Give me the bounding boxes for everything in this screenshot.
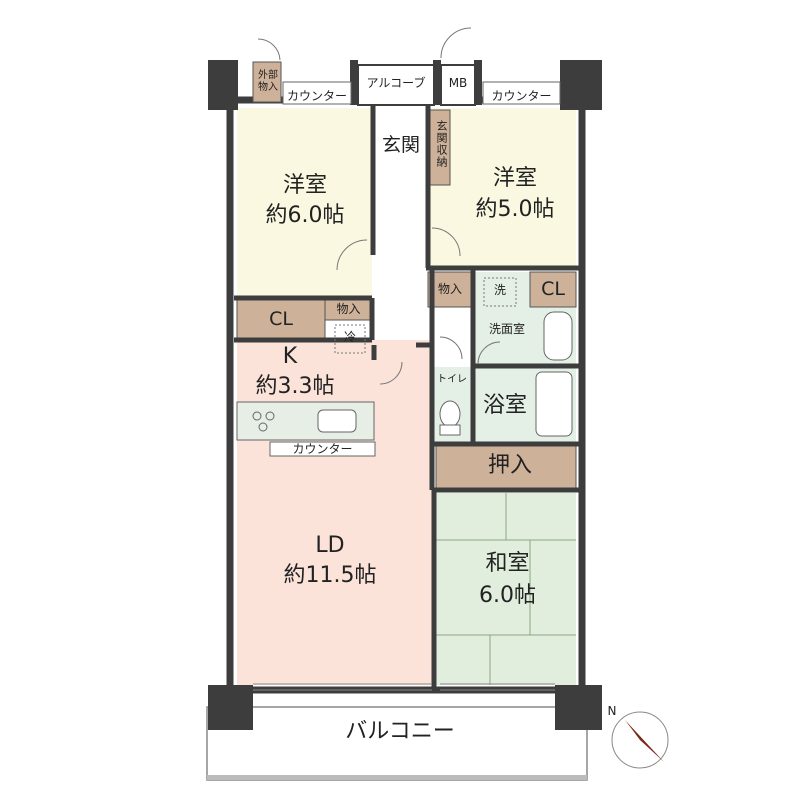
entrance-label: 玄関 (381, 134, 420, 156)
closet-right-label: 物入 (437, 282, 462, 296)
washroom-label: 洗面室 (488, 322, 525, 336)
western-left-size: 約6.0帖 (265, 203, 345, 228)
kitchen-counter (236, 401, 375, 441)
cl-right (529, 271, 577, 308)
door-swings (257, 27, 501, 385)
counter-top-left-label: カウンター (286, 89, 347, 103)
toilet-tank (439, 424, 461, 436)
ld-size: 約11.5帖 (283, 563, 377, 588)
hallway (375, 178, 425, 358)
cl-left-label: CL (269, 308, 293, 330)
counter-kitchen-label: カウンター (292, 442, 353, 456)
counter-top-right-label: カウンター (491, 89, 552, 103)
counter-kitchen-bar (269, 441, 376, 457)
compass-label: N (607, 704, 617, 718)
western-room-right (428, 108, 576, 268)
kitchen-name: K (282, 344, 298, 369)
japanese-size: 6.0帖 (479, 583, 536, 608)
oshiire-label: 押入 (487, 453, 532, 478)
fridge-label: 冷 (343, 330, 356, 344)
washer-space (483, 277, 517, 307)
mb-label: MB (448, 76, 468, 90)
balcony-label: バルコニー (345, 719, 455, 744)
sink-basin (543, 311, 573, 361)
alcove-label: アルコーブ (366, 76, 426, 90)
toilet-fixture (439, 400, 461, 428)
compass (611, 711, 669, 769)
western-right-name: 洋室 (492, 166, 537, 191)
closet-left-label: 物入 (336, 302, 361, 316)
kitchen-size: 約3.3帖 (255, 374, 335, 399)
pillars (208, 60, 602, 730)
cl-left (236, 297, 326, 341)
outside-storage (252, 61, 282, 103)
fridge-space (334, 324, 366, 354)
cl-right-label: CL (541, 278, 565, 300)
western-right-size: 約5.0帖 (475, 197, 555, 222)
entrance-storage-label: 玄関収納 (435, 120, 448, 168)
outside-storage-label: 外部 物入 (258, 70, 278, 93)
tatami-lines (436, 493, 576, 685)
balcony (206, 706, 588, 781)
mb-box (440, 64, 476, 106)
oshiire (435, 443, 577, 490)
ld-name: LD (315, 533, 345, 558)
interior-walls (234, 104, 582, 688)
windows (253, 683, 555, 691)
alcove (357, 64, 435, 106)
closet-right (427, 271, 473, 308)
counter-top-left-bar (282, 81, 352, 105)
washer-label: 洗 (493, 283, 506, 297)
japanese-name: 和室 (485, 551, 530, 576)
entrance-area (375, 108, 427, 178)
bathtub (535, 371, 573, 437)
western-room-left (237, 108, 372, 298)
toilet-label: トイレ (437, 374, 467, 385)
counter-top-right-bar (482, 81, 561, 105)
western-left-name: 洋室 (282, 173, 327, 198)
bath-label: 浴室 (482, 393, 527, 418)
